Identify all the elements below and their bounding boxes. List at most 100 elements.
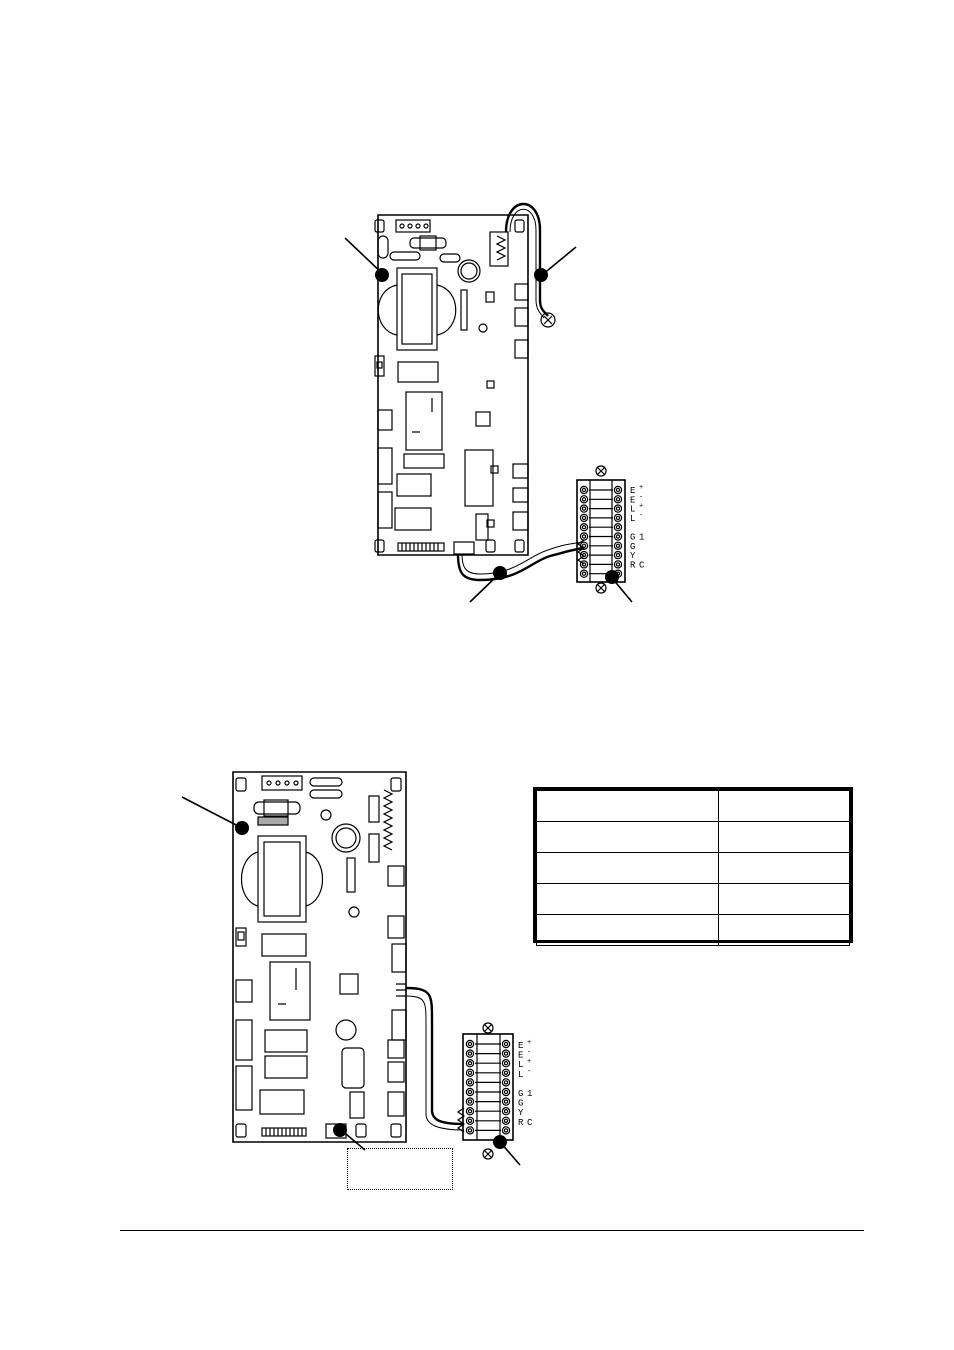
terminal-screw xyxy=(613,532,623,541)
terminal-label: G xyxy=(630,542,635,552)
terminal-screw xyxy=(579,504,589,513)
terminal-screw xyxy=(579,560,589,569)
terminal-label: G xyxy=(630,533,635,543)
callout-dot xyxy=(235,821,249,835)
terminal-screw xyxy=(501,1058,511,1068)
terminal-label: E xyxy=(630,486,635,496)
terminal-label: Y xyxy=(630,551,636,561)
footer-rule xyxy=(120,1230,864,1231)
table-cell xyxy=(536,821,719,853)
terminal-label-suffix: - xyxy=(639,512,643,520)
terminal-screw xyxy=(613,550,623,560)
pcb-board-1 xyxy=(374,214,529,556)
terminal-screw xyxy=(501,1078,511,1087)
terminal-label: E xyxy=(630,495,635,505)
table-row xyxy=(536,852,851,884)
dashed-callout-box xyxy=(347,1148,453,1190)
terminal-screw xyxy=(465,1126,475,1135)
terminal-label-suffix: + xyxy=(527,1039,531,1047)
terminal-label-suffix: C xyxy=(639,560,645,570)
terminal-screw xyxy=(613,485,623,495)
terminal-label-suffix: - xyxy=(527,1049,531,1057)
terminal-screw xyxy=(465,1058,475,1068)
terminal-label: E xyxy=(518,1041,523,1051)
terminal-screw xyxy=(465,1068,475,1078)
table-cell xyxy=(717,852,851,884)
terminal-screw xyxy=(501,1087,511,1097)
callout-dot xyxy=(375,268,389,282)
terminal-screw xyxy=(501,1097,511,1106)
terminal-block-2 xyxy=(462,1022,514,1160)
terminal-label: R xyxy=(518,1118,524,1128)
terminal-screw xyxy=(579,532,589,541)
table-cell xyxy=(536,914,719,946)
table-row xyxy=(536,883,851,915)
empty-spec-table xyxy=(533,787,853,946)
table-cell xyxy=(717,914,851,946)
terminal-screw xyxy=(465,1039,475,1049)
terminal-screw xyxy=(501,1049,511,1058)
callout-dot xyxy=(333,1123,347,1137)
cable-2 xyxy=(396,983,466,1133)
pcb-board-2 xyxy=(232,771,407,1143)
terminal-block-1 xyxy=(576,465,626,594)
terminal-screw xyxy=(465,1087,475,1097)
terminal-label-suffix: - xyxy=(639,493,643,501)
terminal-label: E xyxy=(518,1051,523,1061)
terminal-screw xyxy=(579,513,589,523)
table-cell xyxy=(536,790,719,822)
terminal-screw xyxy=(579,523,589,532)
terminal-screw xyxy=(501,1039,511,1049)
terminal-label: L xyxy=(630,514,635,524)
callout-dot xyxy=(534,268,548,282)
terminal-label: L xyxy=(518,1060,523,1070)
terminal-label: L xyxy=(518,1070,523,1080)
terminal-screw xyxy=(579,485,589,495)
terminal-label: G xyxy=(518,1089,523,1099)
terminal-screw xyxy=(465,1078,475,1087)
cable-1 xyxy=(456,539,586,582)
terminal-screw xyxy=(579,569,589,578)
terminal-label: R xyxy=(630,560,636,570)
terminal-label-suffix: 1 xyxy=(639,533,644,543)
terminal-screw xyxy=(465,1116,475,1126)
terminal-screw xyxy=(501,1126,511,1135)
table-row xyxy=(536,790,851,822)
terminal-screw xyxy=(579,495,589,504)
callout-dot xyxy=(493,1135,507,1149)
table-row xyxy=(536,914,851,946)
terminal-label-suffix: - xyxy=(527,1068,531,1076)
terminal-screw xyxy=(465,1049,475,1058)
table-cell xyxy=(717,790,851,822)
terminal-label: L xyxy=(630,505,635,515)
terminal-screw xyxy=(613,560,623,569)
terminal-label-suffix: C xyxy=(527,1118,533,1128)
terminal-label-suffix: 1 xyxy=(527,1089,532,1099)
table-cell xyxy=(717,821,851,853)
terminal-label-suffix: + xyxy=(527,1058,531,1066)
terminal-screw xyxy=(613,495,623,504)
ground-wire-1 xyxy=(504,202,556,328)
terminal-screw xyxy=(579,550,589,560)
terminal-screw xyxy=(501,1106,511,1116)
terminal-label: G xyxy=(518,1099,523,1109)
terminal-screw xyxy=(613,541,623,551)
table-cell xyxy=(717,883,851,915)
terminal-screw xyxy=(465,1097,475,1106)
table-row xyxy=(536,821,851,853)
terminal-screw xyxy=(613,504,623,513)
terminal-label: Y xyxy=(518,1108,524,1118)
terminal-screw xyxy=(613,523,623,532)
terminal-screw xyxy=(579,541,589,551)
terminal-screw xyxy=(465,1106,475,1116)
terminal-screw xyxy=(613,513,623,523)
terminal-screw xyxy=(501,1116,511,1126)
terminal-label-suffix: + xyxy=(639,484,643,492)
callout-dot xyxy=(493,566,507,580)
terminal-label-suffix: + xyxy=(639,503,643,511)
callout-dot xyxy=(605,570,619,584)
terminal-screw xyxy=(501,1068,511,1078)
